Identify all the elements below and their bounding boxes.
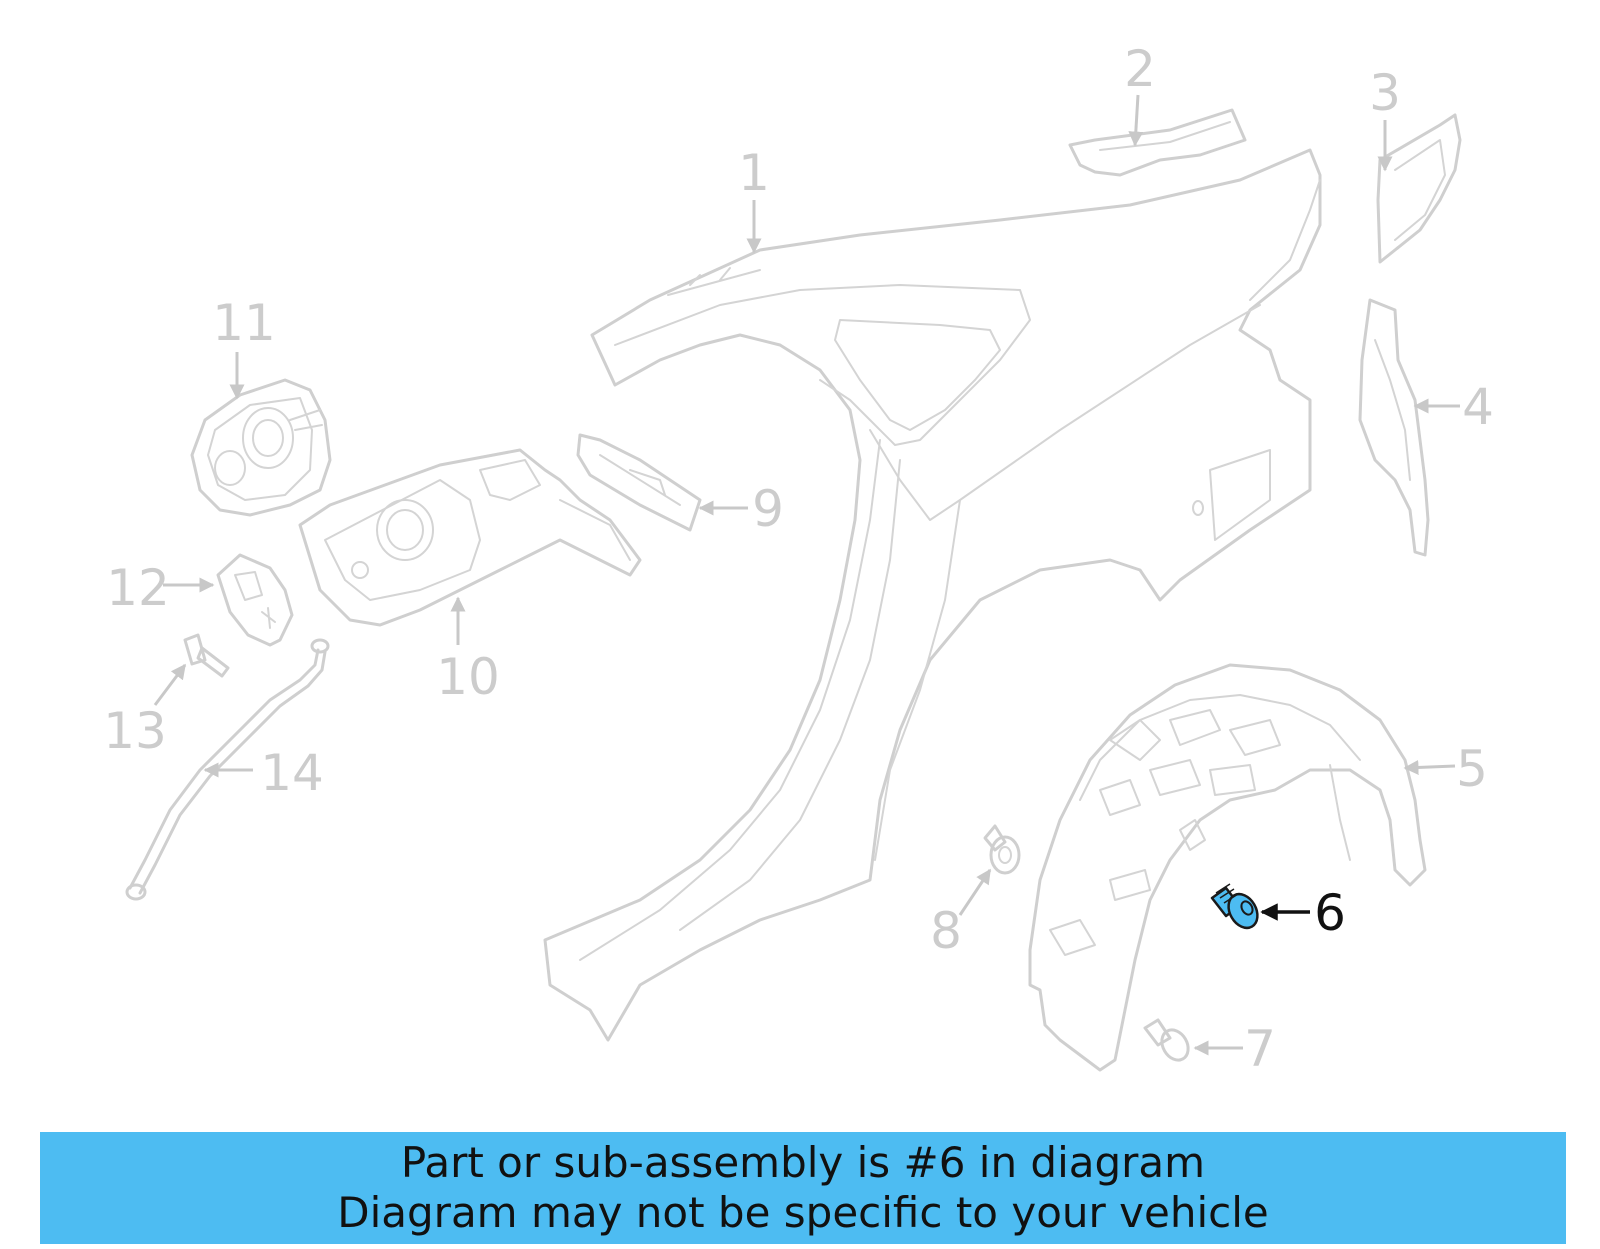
leader-2 (1128, 94, 1144, 147)
callout-3: 3 (1369, 64, 1401, 122)
fuel-door-housing (298, 448, 642, 627)
callout-5: 5 (1456, 740, 1488, 798)
leader-5 (1403, 759, 1456, 775)
callout-9: 9 (752, 480, 784, 538)
bracket-part-9 (576, 433, 702, 532)
callout-8: 8 (930, 902, 962, 960)
callout-4: 4 (1462, 378, 1494, 436)
clip-part-8 (983, 824, 1021, 875)
panel-part-3 (1376, 113, 1462, 264)
banner-line-2: Diagram may not be specific to your vehi… (337, 1188, 1269, 1237)
callout-2: 2 (1124, 40, 1156, 98)
bolt-part-13 (183, 633, 230, 678)
actuator-part-12 (216, 553, 294, 647)
info-banner: Part or sub-assembly is #6 in diagram Di… (40, 1132, 1566, 1244)
callout-7: 7 (1244, 1020, 1276, 1078)
callout-13: 13 (103, 702, 167, 760)
callout-10: 10 (436, 648, 500, 706)
fastener-part-7 (1143, 1018, 1190, 1062)
leader-8 (958, 868, 992, 916)
callout-1: 1 (738, 144, 770, 202)
leader-13 (153, 663, 187, 706)
callout-11: 11 (212, 294, 276, 352)
bracket-part-2 (1068, 108, 1247, 177)
panel-part-4 (1358, 298, 1430, 557)
bolt-part-6 (1210, 883, 1259, 930)
callout-6: 6 (1314, 884, 1346, 942)
callout-12: 12 (106, 559, 170, 617)
release-cable (125, 638, 330, 901)
quarter-panel (543, 148, 1322, 1042)
callout-14: 14 (260, 744, 324, 802)
fuel-filler-pocket (190, 378, 332, 517)
wheel-liner (1028, 663, 1427, 1072)
banner-line-1: Part or sub-assembly is #6 in diagram (400, 1138, 1206, 1187)
